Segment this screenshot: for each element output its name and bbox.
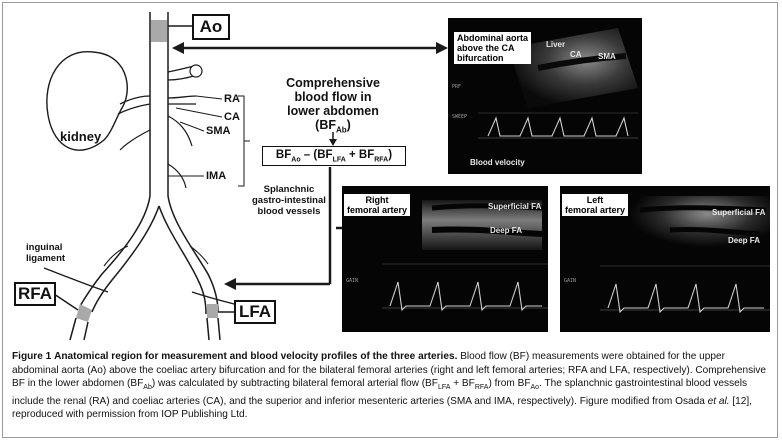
- left-femoral-tag: Left femoral artery: [562, 194, 629, 216]
- left-iliac: [167, 195, 219, 313]
- right-renal-stub: [167, 95, 197, 105]
- aorta-velocity-label: Blood velocity: [470, 158, 525, 167]
- left-branch: [119, 129, 151, 151]
- ultrasound-left-femoral-panel: GAIN Left femoral artery Superficial FA …: [560, 186, 770, 332]
- renal-vessel: [119, 95, 151, 105]
- lfa-label-box: LFA: [234, 300, 276, 324]
- svg-text:GAIN: GAIN: [564, 278, 576, 284]
- ultrasound-right-femoral-panel: GAIN Right femoral artery Superficial FA…: [342, 186, 548, 332]
- comprehensive-title-text: Comprehensive blood flow in lower abdome…: [286, 76, 380, 118]
- figure-caption: Figure 1 Anatomical region for measureme…: [12, 351, 767, 421]
- aorta-tag: Abdominal aorta above the CA bifurcation: [454, 32, 532, 64]
- svg-text:GAIN: GAIN: [346, 278, 358, 284]
- ca-label: CA: [224, 111, 240, 123]
- right-deep-label: Deep FA: [490, 226, 523, 235]
- aorta-ca-label: CA: [570, 50, 582, 59]
- ima-branch: [167, 163, 187, 189]
- aorta-ultrasound-image: PRF SWEEP: [452, 28, 638, 139]
- svg-text:PRF: PRF: [452, 84, 461, 90]
- sma-branch: [167, 115, 193, 147]
- kidney-label: kidney: [60, 129, 102, 144]
- inguinal-label: inguinal ligament: [26, 242, 66, 264]
- caption-title: Anatomical region for measurement and bl…: [54, 351, 455, 362]
- rfa-measure-highlight: [76, 304, 92, 322]
- ultrasound-aorta-panel: PRF SWEEP Abdominal aorta above the CA b…: [448, 18, 642, 174]
- left-superficial-label: Superficial FA: [712, 208, 766, 217]
- left-iliac-inner: [158, 205, 207, 315]
- aorta-sma-label: SMA: [598, 52, 616, 61]
- renal-vessel-2: [117, 103, 151, 115]
- caption-figure-label: Figure 1: [12, 351, 52, 362]
- sma-label: SMA: [206, 125, 231, 137]
- ima-label: IMA: [206, 170, 227, 182]
- right-iliac-inner: [91, 205, 160, 313]
- svg-text:SWEEP: SWEEP: [452, 114, 467, 120]
- ao-measure-highlight: [151, 20, 167, 42]
- inguinal-ligament: [43, 267, 109, 293]
- kidney-shape: [46, 51, 128, 151]
- lfa-label: LFA: [238, 302, 272, 321]
- formula-box: BFAo – (BFLFA + BFRFA): [262, 146, 406, 166]
- right-superficial-label: Superficial FA: [488, 202, 542, 211]
- ao-label: Ao: [199, 17, 223, 36]
- left-femoral-ultrasound-image: GAIN: [564, 196, 770, 314]
- ao-label-box: Ao: [192, 14, 230, 40]
- rfa-label: RFA: [18, 284, 52, 303]
- right-femoral-tag: Right femoral artery: [344, 194, 411, 216]
- right-iliac: [79, 195, 151, 307]
- lfa-measure-highlight: [207, 304, 218, 318]
- left-deep-label: Deep FA: [728, 236, 761, 245]
- aorta-liver-label: Liver: [546, 40, 566, 49]
- ra-label: RA: [224, 93, 240, 105]
- splanchnic-label: Splanchnic gastro-intestinal blood vesse…: [252, 184, 326, 217]
- comprehensive-title: Comprehensive blood flow in lower abdome…: [286, 76, 380, 135]
- rfa-label-box: RFA: [14, 282, 56, 306]
- right-femoral-ultrasound-image: GAIN: [346, 200, 548, 312]
